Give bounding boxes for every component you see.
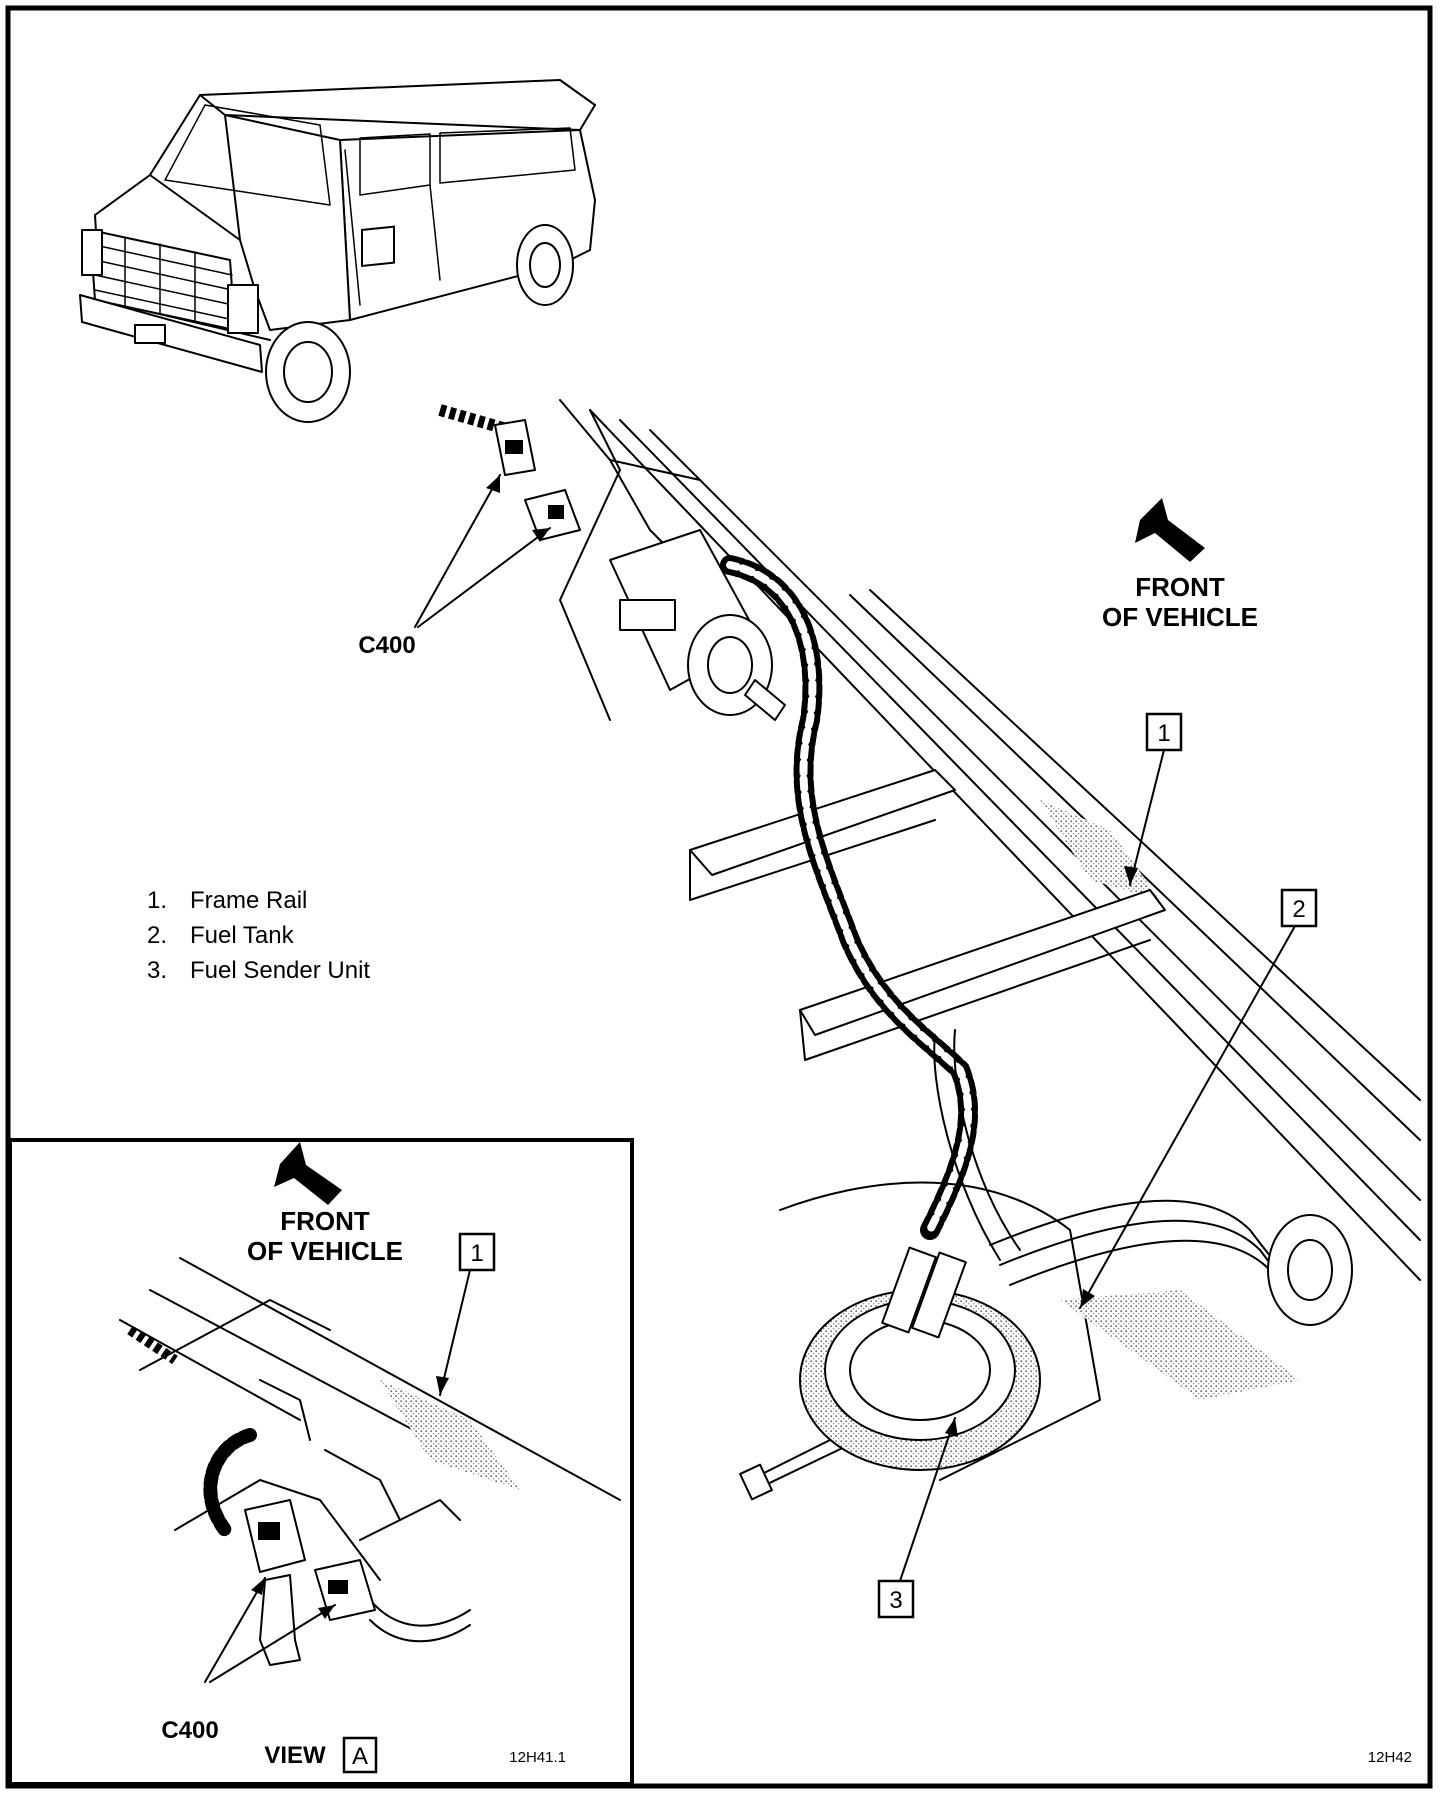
legend-num-2: 2. <box>147 922 167 949</box>
callout-number-2: 2 <box>1292 896 1305 923</box>
inset-callout-number-1: 1 <box>470 1240 483 1267</box>
wiring-harness <box>438 404 979 1240</box>
legend-item-fuel-tank: Fuel Tank <box>190 922 295 949</box>
legend-num-1: 1. <box>147 887 167 914</box>
connector-icon <box>494 419 581 541</box>
callout-box-2 <box>1280 888 1318 928</box>
connector-leader-arrows <box>414 474 551 628</box>
view-letter: A <box>352 1743 368 1770</box>
legend-item-frame-rail: Frame Rail <box>190 887 307 914</box>
outer-border <box>5 5 1433 1789</box>
callout-number-3: 3 <box>889 1587 902 1614</box>
inset-front-label-line1: FRONT <box>280 1206 370 1236</box>
figure-code: 12H42 <box>1368 1749 1412 1766</box>
front-label-line2: OF VEHICLE <box>1102 602 1258 632</box>
van-illustration <box>79 79 596 423</box>
inset-border <box>8 1138 634 1786</box>
fuel-tank <box>779 1181 1353 1481</box>
view-label: VIEW <box>264 1742 326 1769</box>
fuel-filter <box>559 399 786 721</box>
connector-label: C400 <box>358 632 415 659</box>
fuel-door <box>361 225 395 268</box>
inset-figure-code: 12H41.1 <box>509 1749 566 1766</box>
inset-callout-box-1 <box>458 1232 496 1272</box>
fuel-sender-unit <box>799 1246 1041 1471</box>
inset-connector-label: C400 <box>161 1717 218 1744</box>
front-label-line1: FRONT <box>1135 572 1225 602</box>
front-arrow-icon <box>1135 498 1205 562</box>
legend-num-3: 3. <box>147 957 167 984</box>
legend: 1. Frame Rail 2. Fuel Tank 3. Fuel Sende… <box>147 887 370 984</box>
inset-view-a: FRONT OF VEHICLE 1 C400 <box>8 1138 634 1786</box>
legend-item-fuel-sender-unit: Fuel Sender Unit <box>190 957 370 984</box>
callout-box-3 <box>877 1579 915 1619</box>
callout-number-1: 1 <box>1157 720 1170 747</box>
fuel-lines <box>739 1029 1311 1501</box>
view-letter-box <box>342 1736 378 1774</box>
inset-front-arrow-icon <box>274 1142 342 1205</box>
inset-front-label-line2: OF VEHICLE <box>247 1236 403 1266</box>
callout-box-1 <box>1145 712 1183 752</box>
